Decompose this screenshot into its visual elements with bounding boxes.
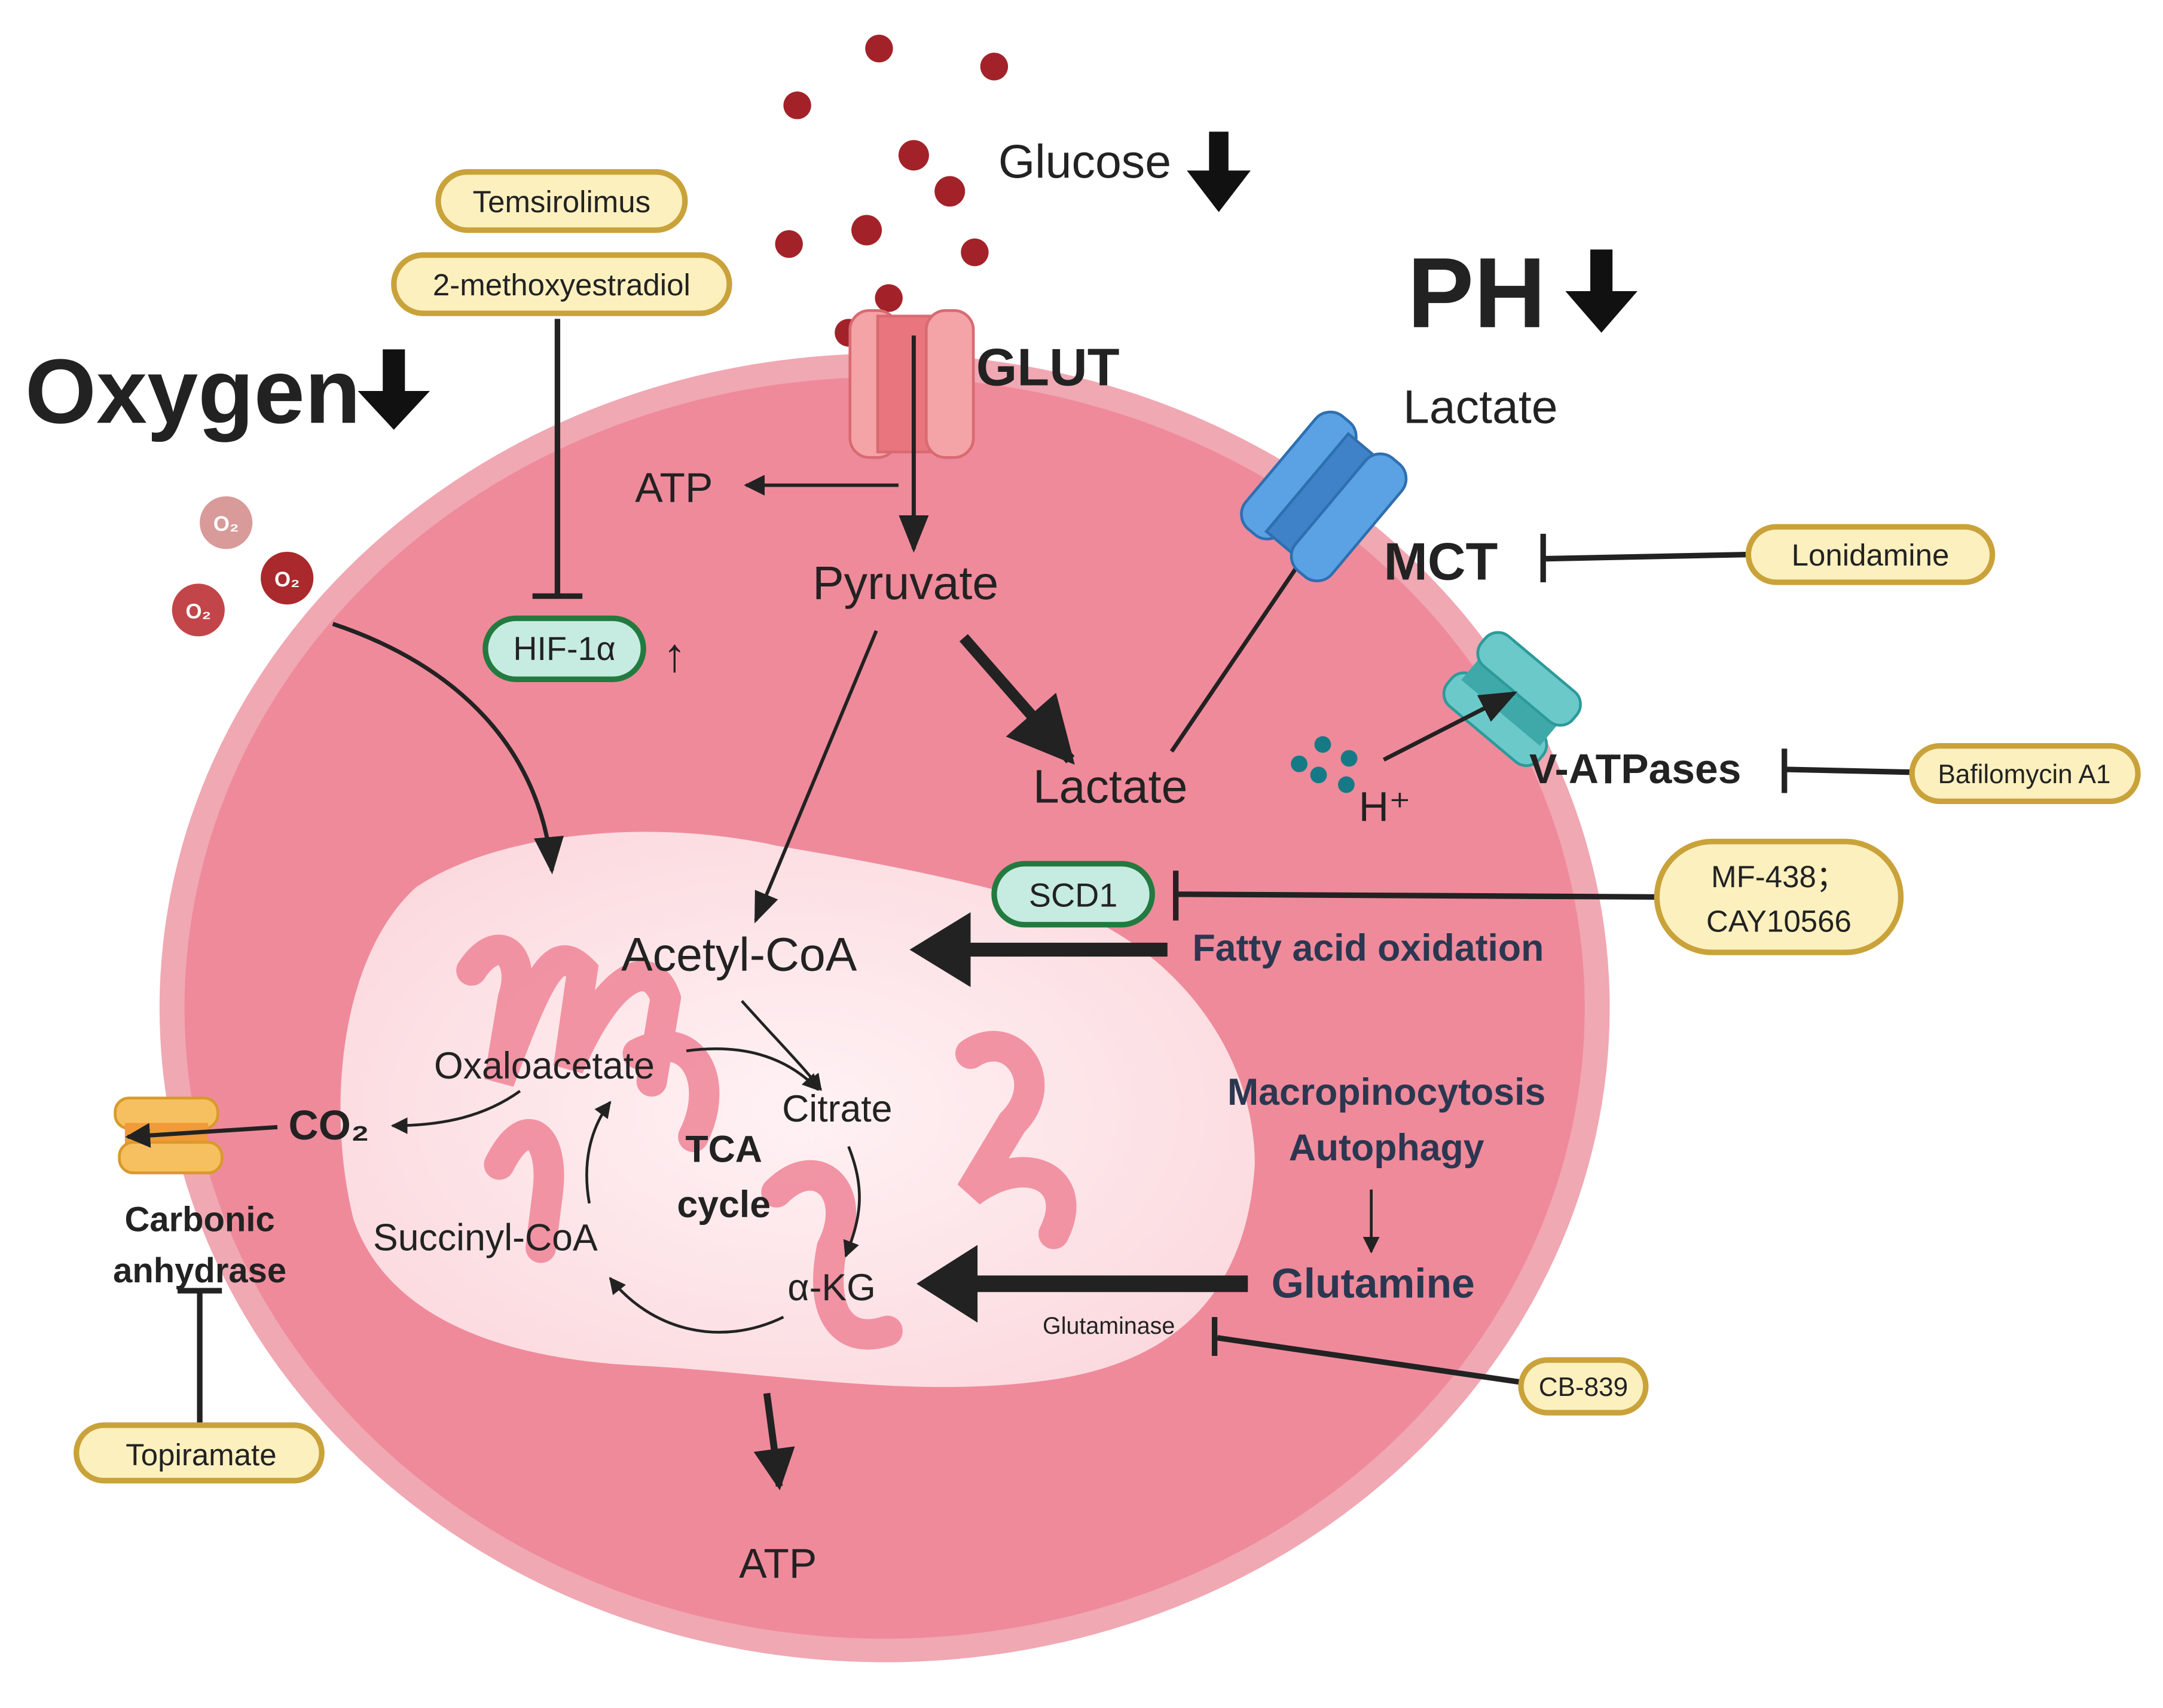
glucose-down-arrow-icon	[1187, 132, 1251, 212]
svg-text:Lonidamine: Lonidamine	[1792, 538, 1950, 572]
svg-text:CAY10566: CAY10566	[1706, 904, 1852, 938]
inhibition-line-hif	[532, 319, 583, 599]
macropinocytosis-label: Macropinocytosis	[1227, 1071, 1545, 1113]
ph-down-arrow-icon	[1565, 249, 1637, 333]
svg-text:Bafilomycin A1: Bafilomycin A1	[1938, 760, 2110, 789]
inhibition-line-carbonic-anhydrase	[178, 1288, 222, 1424]
svg-text:MF-438；: MF-438；	[1711, 860, 1847, 894]
pyruvate-to-acetylcoa-arrow	[754, 630, 878, 924]
proton-dots	[1291, 736, 1358, 793]
tca-label-2: cycle	[677, 1184, 771, 1226]
lactate-extracellular-label: Lactate	[1403, 380, 1558, 433]
protein-scd1: SCD1	[991, 861, 1155, 928]
glucose-molecules	[775, 34, 1009, 347]
akg-label: α-KG	[787, 1267, 876, 1309]
succinyl-coa-label: Succinyl-CoA	[373, 1217, 598, 1259]
oxygen-label: Oxygen	[25, 340, 360, 442]
inhibition-line-v-atpase	[1782, 748, 1911, 793]
glut-transporter-icon	[848, 309, 975, 459]
acetyl-coa-label: Acetyl-CoA	[621, 928, 857, 980]
glut-label: GLUT	[976, 338, 1120, 397]
lactate-intracellular-label: Lactate	[1033, 760, 1188, 813]
pyruvate-to-lactate-arrow	[959, 634, 1075, 765]
svg-text:O₂: O₂	[186, 600, 212, 623]
drug-bafilomycin-a1: Bafilomycin A1	[1909, 743, 2141, 805]
glucose-label: Glucose	[998, 135, 1171, 188]
drug-topiramate: Topiramate	[74, 1422, 325, 1484]
svg-text:SCD1: SCD1	[1029, 877, 1117, 914]
drug-2-methoxyestradiol: 2-methoxyestradiol	[391, 252, 732, 316]
glutamine-to-akg-arrow	[916, 1245, 1248, 1323]
drug-temsirolimus: Temsirolimus	[435, 169, 688, 233]
hif-up-arrow: ↑	[663, 628, 686, 681]
glutamine-label: Glutamine	[1272, 1260, 1475, 1307]
atp-mitochondrial-label: ATP	[739, 1540, 817, 1587]
svg-text:Temsirolimus: Temsirolimus	[473, 185, 651, 219]
fatty-acid-oxidation-label: Fatty acid oxidation	[1193, 927, 1544, 969]
inhibition-line-glutaminase	[1211, 1317, 1522, 1385]
tca-cycle-arrows	[390, 1000, 861, 1334]
inhibition-line-scd1	[1173, 870, 1657, 921]
autophagy-label: Autophagy	[1289, 1127, 1484, 1169]
drug-lonidamine: Lonidamine	[1745, 524, 1996, 585]
carbonic-anhydrase-label-2: anhydrase	[113, 1252, 286, 1290]
oxygen-down-arrow-icon	[358, 349, 430, 430]
carbonic-anhydrase-label-1: Carbonic	[124, 1200, 274, 1239]
atp-glycolysis-label: ATP	[635, 464, 713, 511]
drug-cb-839: CB-839	[1518, 1357, 1649, 1416]
tca-to-atp-arrow	[753, 1392, 795, 1490]
svg-text:O₂: O₂	[274, 569, 300, 591]
oxygen-molecules: O₂ O₂ O₂	[172, 496, 314, 637]
v-atpases-label: V-ATPases	[1529, 745, 1741, 792]
oxygen-to-mitochondrion-arrow	[332, 622, 564, 875]
ph-label: PH	[1407, 237, 1546, 349]
glutaminase-label: Glutaminase	[1043, 1313, 1175, 1339]
mct-label: MCT	[1384, 531, 1498, 591]
svg-text:Topiramate: Topiramate	[126, 1438, 276, 1472]
citrate-label: Citrate	[782, 1088, 892, 1130]
svg-text:CB-839: CB-839	[1539, 1373, 1628, 1402]
co2-label: CO₂	[289, 1102, 369, 1148]
inhibition-line-mct	[1540, 533, 1747, 582]
tca-label-1: TCA	[685, 1128, 762, 1170]
svg-text:HIF-1α: HIF-1α	[513, 630, 615, 667]
protein-hif1a: HIF-1α	[482, 615, 646, 682]
co2-export-arrow	[125, 1123, 278, 1148]
drug-mf438-cay10566: MF-438； CAY10566	[1654, 838, 1904, 955]
mitochondrion	[340, 832, 1255, 1388]
svg-text:O₂: O₂	[213, 513, 239, 536]
proton-export-arrow	[1382, 691, 1518, 762]
pyruvate-label: Pyruvate	[812, 557, 998, 609]
oxaloacetate-label: Oxaloacetate	[434, 1045, 655, 1087]
fao-to-acetylcoa-arrow	[909, 912, 1168, 988]
h-plus-label: H⁺	[1359, 783, 1411, 830]
svg-text:2-methoxyestradiol: 2-methoxyestradiol	[433, 268, 691, 302]
mct-transporter-icon	[1240, 410, 1408, 582]
